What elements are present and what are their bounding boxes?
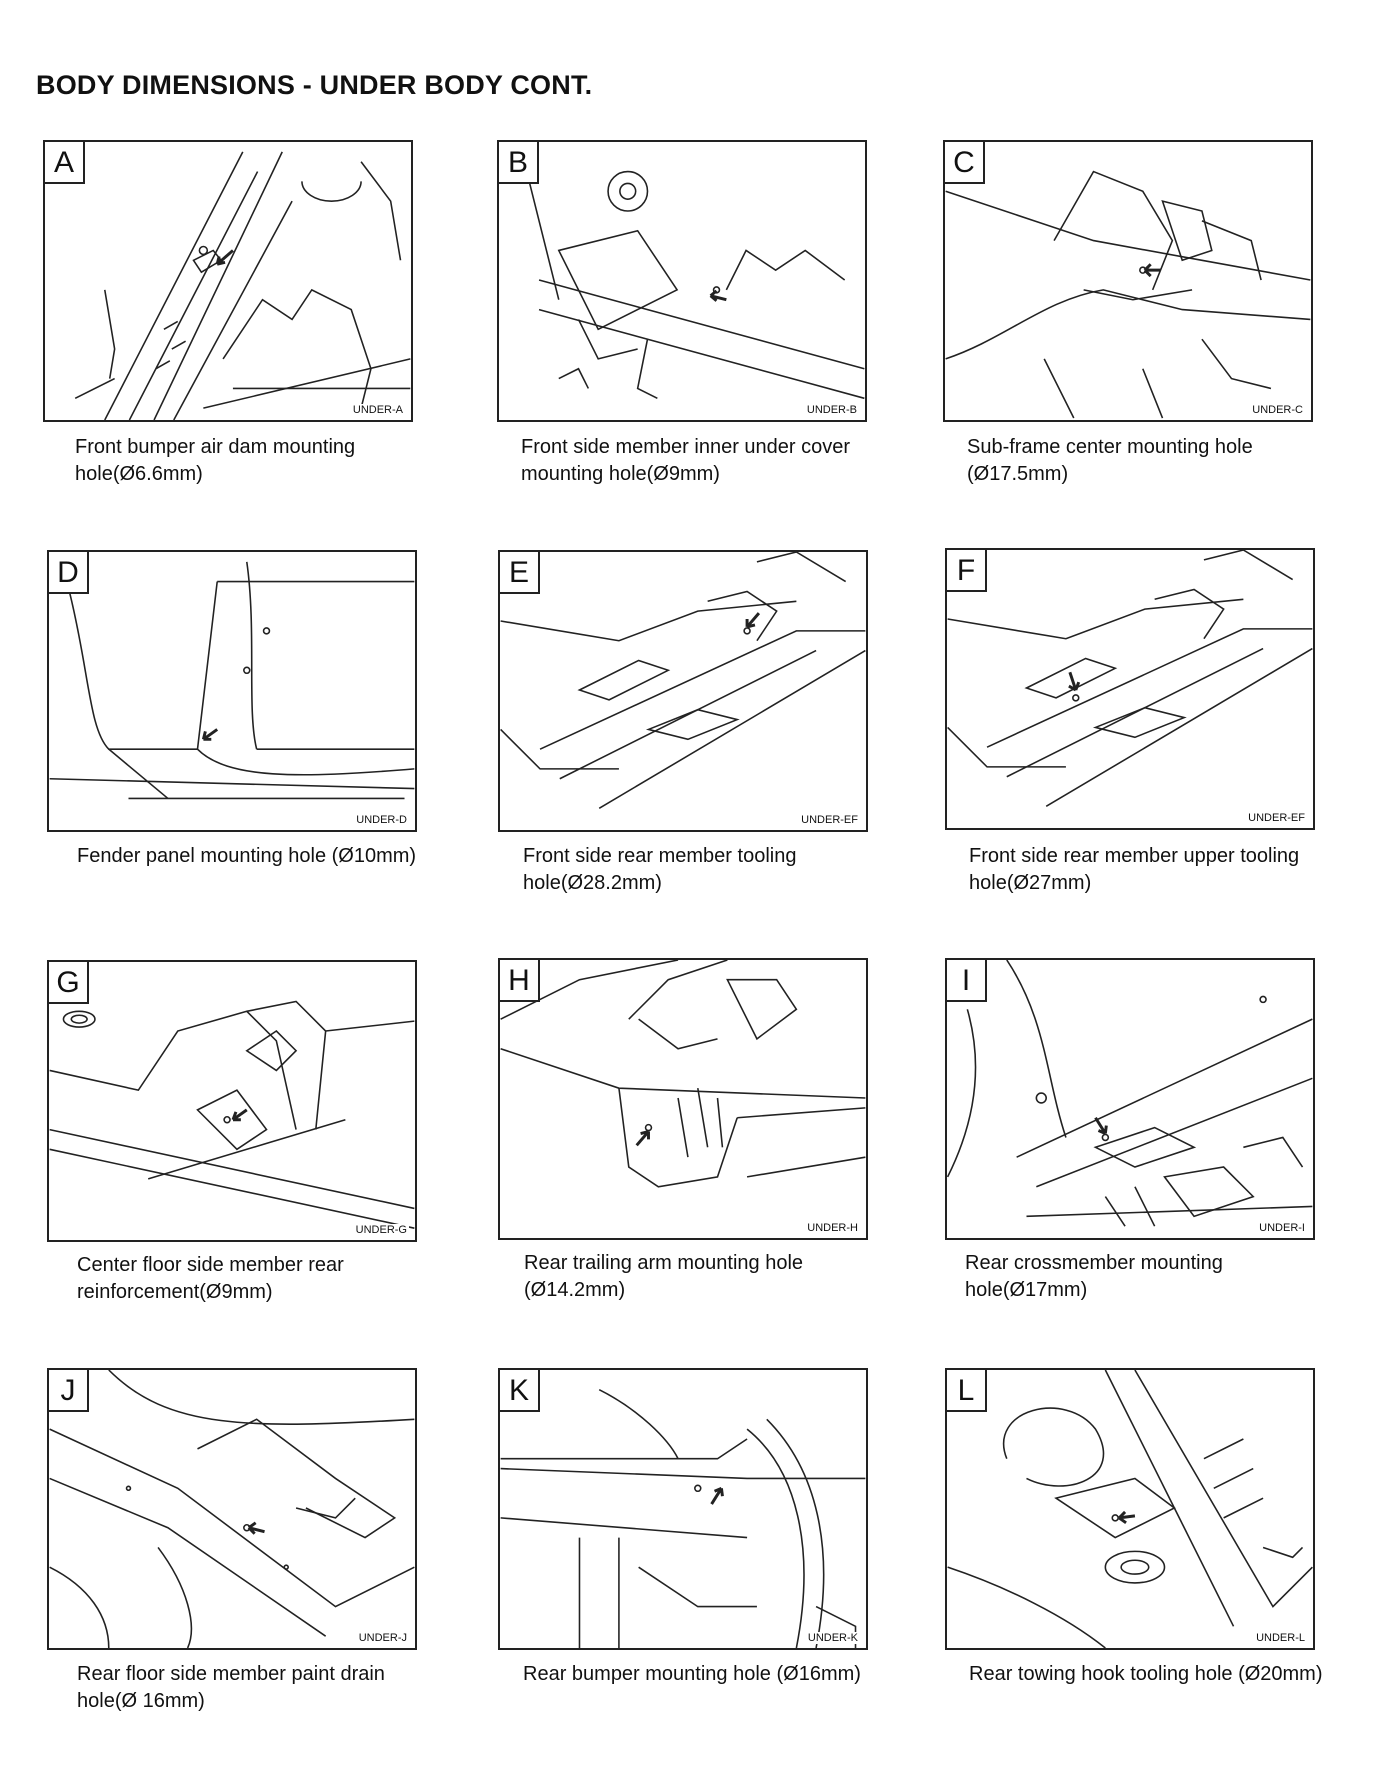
panel-caption: Rear bumper mounting hole (Ø16mm) (523, 1663, 861, 1685)
figure-panel-d: D UNDER-D (47, 550, 417, 832)
panel-letter: H (500, 960, 540, 1002)
underbody-drawing-g (49, 1000, 415, 1229)
underbody-drawing-a (74, 151, 411, 420)
underbody-drawing-d (49, 561, 415, 800)
underbody-drawing-i (947, 960, 1313, 1227)
figure-code: UNDER-EF (1246, 812, 1307, 824)
underbody-drawing-k (500, 1389, 866, 1648)
figure-panel-k: K UNDER-K (498, 1368, 868, 1650)
figure-panel-h: H UNDER-H (498, 958, 868, 1240)
underbody-drawing-c (945, 170, 1311, 419)
figure-panel-c: C UNDER-C (943, 140, 1313, 422)
figure-panel-j: J UNDER-J (47, 1368, 417, 1650)
panel-letter: J (49, 1370, 89, 1412)
underbody-drawing-h (500, 960, 866, 1188)
panel-caption: Sub-frame center mounting hole (Ø17.5mm) (967, 436, 1253, 485)
panel-caption: Rear trailing arm mounting hole (Ø14.2mm… (524, 1252, 804, 1301)
figure-panel-a: A UNDER-A (43, 140, 413, 422)
figure-panel-e: E UNDER-EF (498, 550, 868, 832)
panel-letter: L (947, 1370, 987, 1412)
figure-code: UNDER-C (1250, 404, 1305, 416)
panel-letter: C (945, 142, 985, 184)
figure-code: UNDER-G (353, 1224, 409, 1236)
figure-code: UNDER-D (354, 814, 409, 826)
panel-letter: K (500, 1370, 540, 1412)
figure-code: UNDER-J (356, 1632, 409, 1644)
panel-caption: Front side rear member tooling hole(Ø28.… (523, 845, 797, 894)
panel-letter: A (45, 142, 85, 184)
figure-panel-g: G UNDER-G (47, 960, 417, 1242)
panel-caption: Rear floor side member paint drain hole(… (77, 1663, 385, 1712)
figure-panel-i: I UNDER-I (945, 958, 1315, 1240)
underbody-drawing-f (947, 550, 1313, 807)
panel-caption: Fender panel mounting hole (Ø10mm) (77, 845, 417, 867)
panel-letter: B (499, 142, 539, 184)
figure-code: UNDER-H (805, 1222, 860, 1234)
panel-letter: F (947, 550, 987, 592)
figure-code: UNDER-L (1254, 1632, 1307, 1644)
panel-letter: E (500, 552, 540, 594)
figure-code: UNDER-B (804, 404, 859, 416)
panel-caption: Front side rear member upper tooling hol… (969, 845, 1300, 894)
figure-code: UNDER-EF (799, 814, 860, 826)
figure-panel-b: B UNDER-B (497, 140, 867, 422)
panel-caption: Rear crossmember mounting hole(Ø17mm) (965, 1252, 1223, 1301)
figure-panel-f: F UNDER-EF (945, 548, 1315, 830)
underbody-drawing-j (49, 1370, 415, 1648)
panel-letter: I (947, 960, 987, 1002)
panel-caption: Front side member inner under cover moun… (521, 436, 851, 485)
panel-caption: Rear towing hook tooling hole (Ø20mm) (969, 1663, 1323, 1685)
panel-letter: G (49, 962, 89, 1004)
panel-caption: Front bumper air dam mounting hole(Ø6.6m… (75, 436, 356, 485)
figure-panel-l: L UNDER-L (945, 1368, 1315, 1650)
figure-code: UNDER-A (350, 404, 405, 416)
panel-caption: Center floor side member rear reinforcem… (77, 1254, 344, 1303)
figure-code: UNDER-I (1257, 1222, 1307, 1234)
figure-code: UNDER-K (805, 1632, 860, 1644)
underbody-drawing-b (528, 170, 865, 400)
underbody-drawing-l (947, 1370, 1313, 1648)
page-title: BODY DIMENSIONS - UNDER BODY CONT. (36, 70, 593, 100)
underbody-drawing-e (500, 552, 866, 809)
panel-letter: D (49, 552, 89, 594)
